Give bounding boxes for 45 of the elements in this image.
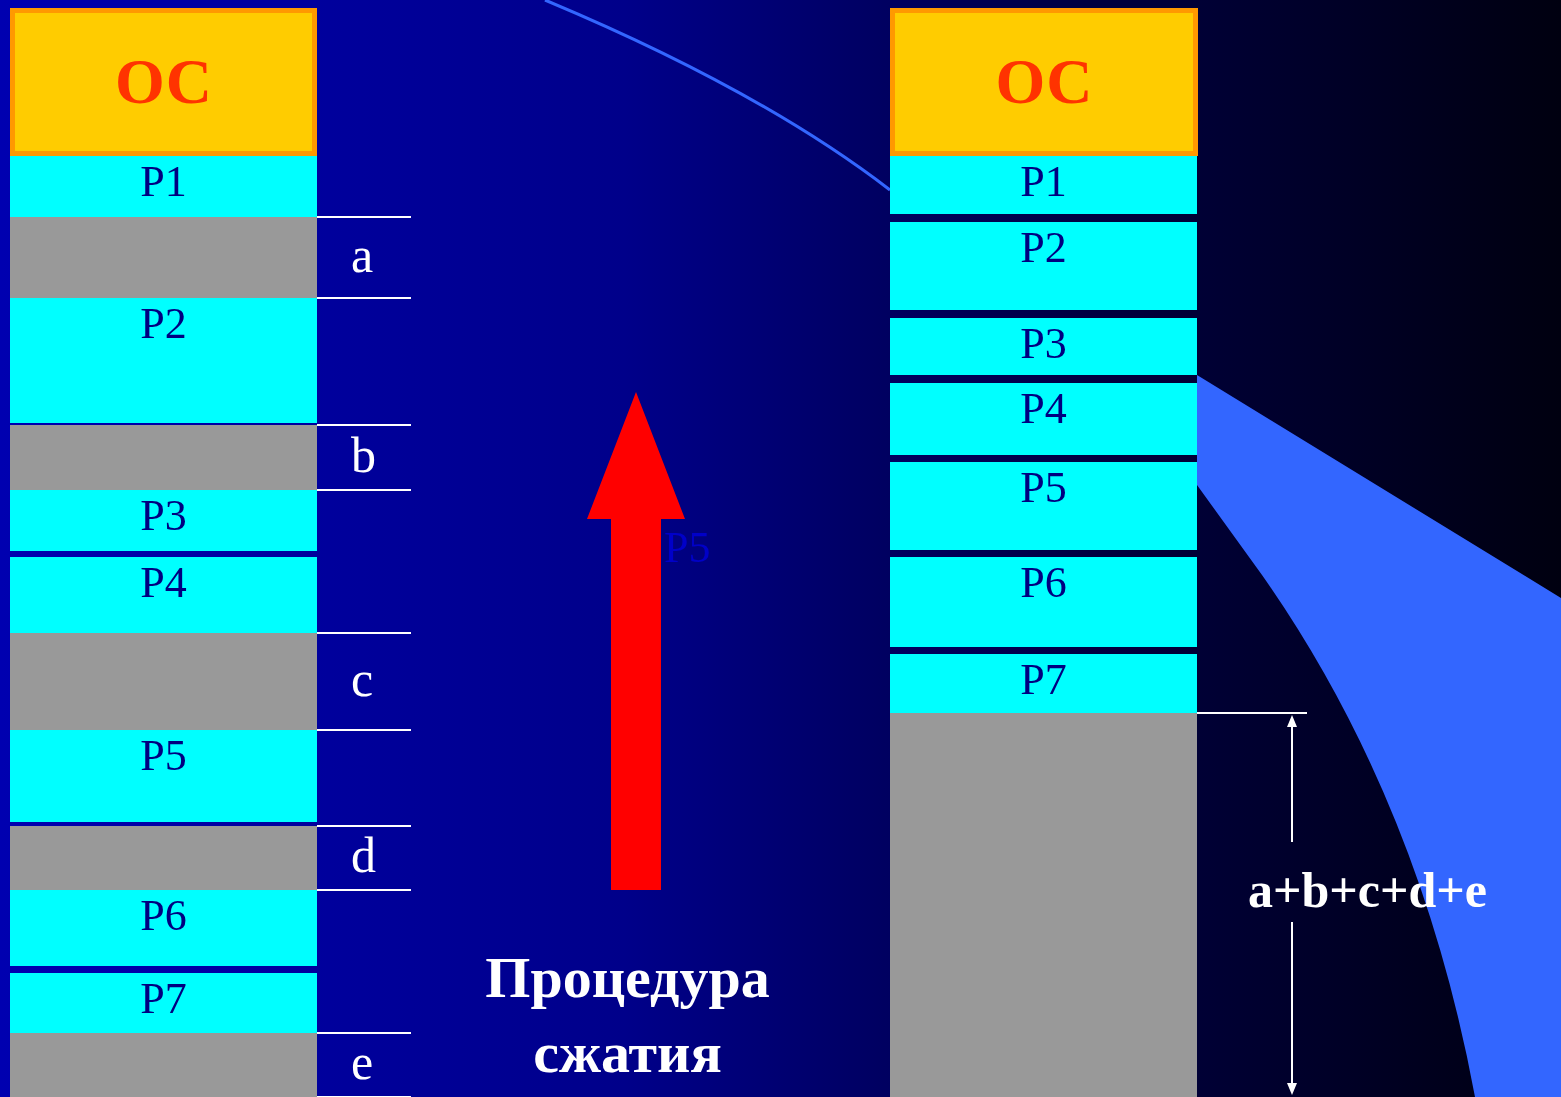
free-memory-block bbox=[890, 713, 1197, 1097]
process-label: P5 bbox=[1019, 462, 1068, 510]
gap-label: a bbox=[351, 229, 374, 280]
process-block bbox=[890, 557, 1197, 647]
process-block bbox=[10, 890, 317, 966]
process-block bbox=[10, 156, 317, 217]
process-block bbox=[890, 156, 1197, 214]
gap-label: b bbox=[351, 429, 376, 480]
process-label: P5 bbox=[139, 730, 188, 778]
os-block bbox=[10, 8, 317, 156]
os-block bbox=[890, 8, 1198, 156]
process-block bbox=[890, 462, 1197, 550]
process-block bbox=[10, 730, 317, 822]
process-label: P4 bbox=[139, 557, 188, 605]
process-label: P3 bbox=[139, 490, 188, 538]
caption-text: Процедура сжатия bbox=[484, 944, 771, 1088]
free-memory-block bbox=[10, 217, 317, 298]
free-memory-block bbox=[10, 1033, 317, 1097]
process-label: P6 bbox=[139, 890, 188, 938]
free-memory-block bbox=[10, 633, 317, 730]
process-block bbox=[890, 654, 1197, 713]
process-block bbox=[10, 298, 317, 423]
process-label: P2 bbox=[139, 298, 188, 346]
process-label: P2 bbox=[1019, 222, 1068, 270]
process-label: P7 bbox=[1019, 654, 1068, 702]
os-label: ОС bbox=[114, 50, 213, 114]
process-label: P6 bbox=[1019, 557, 1068, 605]
gap-label: d bbox=[351, 830, 376, 880]
process-block bbox=[10, 490, 317, 551]
gap-label: c bbox=[351, 653, 374, 704]
process-block bbox=[890, 318, 1197, 375]
process-block bbox=[890, 383, 1197, 455]
free-memory-block bbox=[10, 425, 317, 490]
process-block bbox=[10, 973, 317, 1033]
gap-label: e bbox=[351, 1037, 374, 1087]
process-label: P7 bbox=[139, 973, 188, 1021]
process-block bbox=[10, 557, 317, 633]
process-label: P4 bbox=[1019, 383, 1068, 431]
process-label: P1 bbox=[139, 156, 188, 204]
process-label: P1 bbox=[1019, 156, 1068, 204]
process-label: P3 bbox=[1019, 318, 1068, 366]
process-block bbox=[890, 222, 1197, 310]
faint-label: P5 bbox=[664, 526, 711, 570]
free-memory-block bbox=[10, 826, 317, 890]
os-label: ОС bbox=[994, 50, 1094, 114]
